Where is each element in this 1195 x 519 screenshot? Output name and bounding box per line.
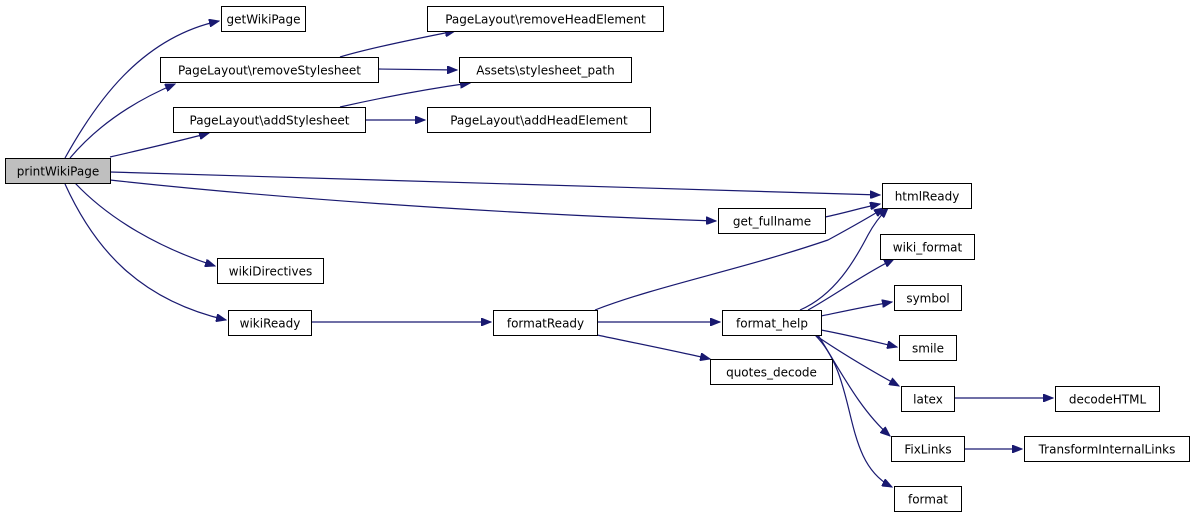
node-box[interactable] (722, 310, 822, 336)
node-label: formatReady (507, 317, 584, 331)
edge-addStylesheet-to-stylesheet_path (339, 83, 470, 108)
node-box[interactable] (221, 6, 306, 32)
node-wikiDirectives[interactable]: wikiDirectives (217, 258, 324, 284)
node-label: htmlReady (895, 190, 960, 204)
nodes-layer: printWikiPagegetWikiPagePageLayout\remov… (5, 6, 1190, 512)
node-addHeadElement[interactable]: PageLayout\addHeadElement (427, 107, 651, 133)
node-label: smile (912, 342, 944, 356)
node-box[interactable] (718, 208, 826, 234)
node-removeStylesheet[interactable]: PageLayout\removeStylesheet (160, 57, 379, 83)
node-latex[interactable]: latex (901, 386, 955, 412)
edge-format_help-to-format (814, 334, 892, 487)
node-box[interactable] (899, 335, 957, 361)
node-label: wikiDirectives (229, 265, 312, 279)
edge-format_help-to-symbol (820, 302, 892, 317)
node-box[interactable] (1055, 386, 1160, 412)
node-quotes_decode[interactable]: quotes_decode (710, 359, 833, 385)
node-box[interactable] (891, 436, 965, 462)
node-box[interactable] (710, 359, 833, 385)
node-label: TransformInternalLinks (1038, 443, 1176, 457)
edges-layer (64, 21, 1053, 487)
node-label: format (908, 493, 948, 507)
node-label: PageLayout\addHeadElement (450, 114, 628, 128)
node-stylesheet_path[interactable]: Assets\stylesheet_path (459, 57, 632, 83)
node-format[interactable]: format (894, 486, 962, 512)
node-printWikiPage[interactable]: printWikiPage (5, 158, 111, 184)
edge-printWikiPage-to-removeStylesheet (69, 83, 175, 159)
node-htmlReady[interactable]: htmlReady (882, 183, 972, 209)
node-label: get_fullname (733, 215, 811, 229)
edge-formatReady-to-htmlReady (594, 208, 884, 311)
node-label: latex (913, 393, 943, 407)
node-label: PageLayout\removeStylesheet (178, 64, 361, 78)
edge-format_help-to-htmlReady (799, 208, 888, 311)
node-decodeHTML[interactable]: decodeHTML (1055, 386, 1160, 412)
edge-get_fullname-to-htmlReady (824, 204, 880, 218)
node-box[interactable] (160, 57, 379, 83)
edge-printWikiPage-to-addStylesheet (109, 133, 209, 158)
edge-printWikiPage-to-htmlReady (109, 171, 880, 195)
node-label: quotes_decode (726, 366, 817, 380)
node-label: FixLinks (904, 443, 951, 457)
node-box[interactable] (228, 310, 312, 336)
node-wikiReady[interactable]: wikiReady (228, 310, 312, 336)
node-box[interactable] (173, 107, 366, 133)
node-get_fullname[interactable]: get_fullname (718, 208, 826, 234)
node-label: getWikiPage (227, 13, 301, 27)
node-box[interactable] (1024, 436, 1190, 462)
edge-removeStylesheet-to-stylesheet_path (377, 69, 457, 70)
node-box[interactable] (427, 6, 664, 32)
node-box[interactable] (217, 258, 324, 284)
node-box[interactable] (901, 386, 955, 412)
edge-formatReady-to-quotes_decode (596, 334, 710, 359)
node-label: wiki_format (893, 241, 963, 255)
edge-printWikiPage-to-getWikiPage (64, 21, 219, 159)
node-label: symbol (906, 292, 949, 306)
edge-format_help-to-latex (814, 334, 899, 386)
edge-printWikiPage-to-get_fullname (109, 179, 716, 221)
node-formatReady[interactable]: formatReady (493, 310, 598, 336)
node-label: Assets\stylesheet_path (476, 64, 614, 78)
edge-format_help-to-wiki_format (807, 259, 894, 311)
node-box[interactable] (459, 57, 632, 83)
node-box[interactable] (894, 285, 962, 311)
node-getWikiPage[interactable]: getWikiPage (221, 6, 306, 32)
node-label: PageLayout\addStylesheet (190, 114, 350, 128)
node-box[interactable] (882, 183, 972, 209)
node-label: decodeHTML (1069, 393, 1147, 407)
node-symbol[interactable]: symbol (894, 285, 962, 311)
edge-removeStylesheet-to-removeHeadElement (339, 31, 455, 58)
edge-format_help-to-smile (820, 329, 897, 347)
node-removeHeadElement[interactable]: PageLayout\removeHeadElement (427, 6, 664, 32)
node-label: printWikiPage (17, 165, 99, 179)
node-addStylesheet[interactable]: PageLayout\addStylesheet (173, 107, 366, 133)
node-box[interactable] (880, 234, 975, 260)
node-label: wikiReady (240, 317, 301, 331)
node-wiki_format[interactable]: wiki_format (880, 234, 975, 260)
node-TransformInternalLinks[interactable]: TransformInternalLinks (1024, 436, 1190, 462)
node-box[interactable] (493, 310, 598, 336)
node-box[interactable] (5, 158, 111, 184)
node-FixLinks[interactable]: FixLinks (891, 436, 965, 462)
edge-printWikiPage-to-wikiDirectives (74, 182, 215, 266)
node-label: format_help (736, 317, 808, 331)
node-box[interactable] (894, 486, 962, 512)
edge-printWikiPage-to-wikiReady (64, 183, 226, 320)
edge-format_help-to-FixLinks (817, 334, 890, 436)
node-label: PageLayout\removeHeadElement (445, 13, 646, 27)
node-box[interactable] (427, 107, 651, 133)
node-smile[interactable]: smile (899, 335, 957, 361)
node-format_help[interactable]: format_help (722, 310, 822, 336)
